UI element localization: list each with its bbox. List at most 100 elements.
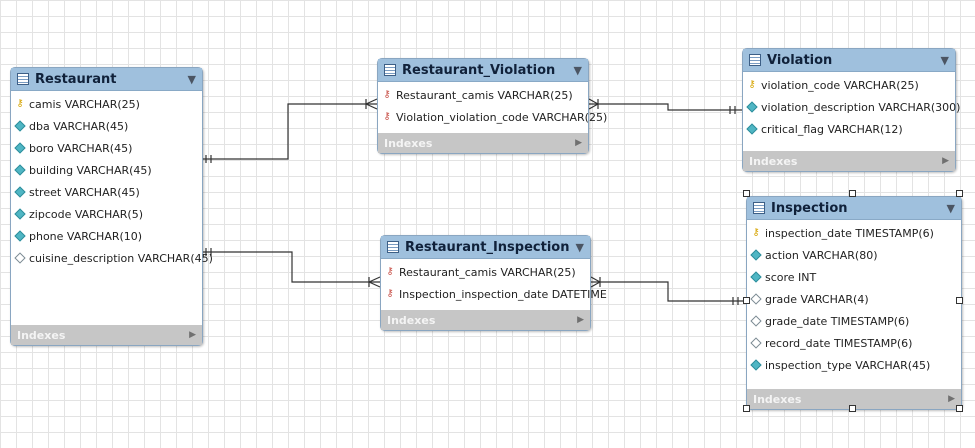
expand-arrow-icon[interactable]: ▶ xyxy=(948,394,955,404)
column-label: violation_code VARCHAR(25) xyxy=(761,78,919,92)
not-null-column-icon xyxy=(750,359,762,371)
table-title: Restaurant_Violation xyxy=(402,62,556,78)
resize-handle-middle-right[interactable] xyxy=(956,297,963,304)
table-icon xyxy=(753,202,765,214)
collapse-arrow-icon[interactable]: ▼ xyxy=(940,53,949,67)
table-inspection[interactable]: Inspection ▼ ⚷inspection_date TIMESTAMP(… xyxy=(746,196,962,410)
resize-handle-top-left[interactable] xyxy=(743,190,750,197)
column-row[interactable]: boro VARCHAR(45) xyxy=(11,137,202,159)
expand-arrow-icon[interactable]: ▶ xyxy=(189,330,196,340)
table-header[interactable]: Restaurant_Violation ▼ xyxy=(378,59,588,82)
table-header[interactable]: Inspection ▼ xyxy=(747,197,961,220)
relationship-violation-link xyxy=(588,103,742,111)
column-row[interactable]: ⚷Restaurant_camis VARCHAR(25) xyxy=(381,261,590,283)
resize-handle-top-center[interactable] xyxy=(849,190,856,197)
column-list: ⚷inspection_date TIMESTAMP(6) action VARC… xyxy=(747,220,961,376)
column-label: camis VARCHAR(25) xyxy=(29,97,140,111)
column-label: grade_date TIMESTAMP(6) xyxy=(765,314,910,328)
column-row[interactable]: cuisine_description VARCHAR(45) xyxy=(11,247,213,269)
column-label: cuisine_description VARCHAR(45) xyxy=(29,251,213,265)
nullable-column-icon xyxy=(750,293,762,305)
resize-handle-middle-left[interactable] xyxy=(743,297,750,304)
column-list: ⚷ Restaurant_camis VARCHAR(25) ⚷Violation_… xyxy=(378,82,607,128)
column-row[interactable]: record_date TIMESTAMP(6) xyxy=(747,332,961,354)
resize-handle-bottom-left[interactable] xyxy=(743,405,750,412)
resize-handle-bottom-right[interactable] xyxy=(956,405,963,412)
table-violation[interactable]: Violation ▼ ⚷ violation_code VARCHAR(25) v… xyxy=(742,48,960,172)
nullable-column-icon xyxy=(750,337,762,349)
expand-arrow-icon[interactable]: ▶ xyxy=(942,156,949,166)
indexes-label: Indexes xyxy=(17,328,66,342)
collapse-arrow-icon[interactable]: ▼ xyxy=(575,240,584,254)
column-row[interactable]: grade_date TIMESTAMP(6) xyxy=(747,310,961,332)
column-label: violation_description VARCHAR(300) xyxy=(761,100,961,114)
column-row[interactable]: ⚷ violation_code VARCHAR(25) xyxy=(743,74,955,96)
primary-key-icon: ⚷ xyxy=(16,98,24,109)
column-label: grade VARCHAR(4) xyxy=(765,292,869,306)
column-list: ⚷Restaurant_camis VARCHAR(25)⚷Inspection… xyxy=(381,259,606,305)
foreign-key-icon: ⚷ xyxy=(383,111,391,122)
primary-key-icon: ⚷ xyxy=(748,79,756,90)
resize-handle-top-right[interactable] xyxy=(956,190,963,197)
column-row[interactable]: action VARCHAR(80) xyxy=(747,244,961,266)
table-icon xyxy=(384,64,396,76)
column-label: record_date TIMESTAMP(6) xyxy=(765,336,913,350)
column-row[interactable]: zipcode VARCHAR(5) xyxy=(11,203,202,225)
column-row[interactable]: dba VARCHAR(45) xyxy=(11,115,202,137)
table-icon xyxy=(387,241,399,253)
indexes-section[interactable]: Indexes ▶ xyxy=(11,325,202,345)
column-label: phone VARCHAR(10) xyxy=(29,229,143,243)
indexes-section[interactable]: Indexes ▶ xyxy=(747,389,961,409)
column-label: street VARCHAR(45) xyxy=(29,185,140,199)
column-row[interactable]: building VARCHAR(45) xyxy=(11,159,202,181)
collapse-arrow-icon[interactable]: ▼ xyxy=(187,72,196,86)
column-label: Restaurant_camis VARCHAR(25) xyxy=(396,88,573,102)
table-restaurant-inspection[interactable]: Restaurant_Inspection ▼ ⚷Restaurant_cami… xyxy=(380,235,607,331)
table-title: Violation xyxy=(767,52,833,68)
not-null-column-icon xyxy=(14,120,26,132)
table-title: Restaurant xyxy=(35,71,117,87)
column-row[interactable]: ⚷Inspection_inspection_date DATETIME xyxy=(381,283,606,305)
column-row[interactable]: phone VARCHAR(10) xyxy=(11,225,202,247)
resize-handle-bottom-center[interactable] xyxy=(849,405,856,412)
foreign-key-icon: ⚷ xyxy=(383,89,391,100)
not-null-column-icon xyxy=(14,142,26,154)
column-row[interactable]: score INT xyxy=(747,266,961,288)
table-header[interactable]: Violation ▼ xyxy=(743,49,955,72)
not-null-column-icon xyxy=(750,271,762,283)
column-row[interactable]: ⚷ camis VARCHAR(25) xyxy=(11,93,202,115)
not-null-column-icon xyxy=(14,186,26,198)
table-restaurant-violation[interactable]: Restaurant_Violation ▼ ⚷ Restaurant_camis… xyxy=(377,58,607,154)
indexes-section[interactable]: Indexes ▶ xyxy=(381,310,590,330)
collapse-arrow-icon[interactable]: ▼ xyxy=(946,201,955,215)
nullable-column-icon xyxy=(750,315,762,327)
indexes-label: Indexes xyxy=(753,392,802,406)
column-row[interactable]: critical_flag VARCHAR(12) xyxy=(743,118,955,140)
column-row[interactable]: ⚷ Restaurant_camis VARCHAR(25) xyxy=(378,84,588,106)
column-label: zipcode VARCHAR(5) xyxy=(29,207,143,221)
table-header[interactable]: Restaurant_Inspection ▼ xyxy=(381,236,590,259)
column-row[interactable]: inspection_type VARCHAR(45) xyxy=(747,354,961,376)
column-row[interactable]: ⚷inspection_date TIMESTAMP(6) xyxy=(747,222,961,244)
column-row[interactable]: street VARCHAR(45) xyxy=(11,181,202,203)
not-null-column-icon xyxy=(746,123,758,135)
indexes-section[interactable]: Indexes ▶ xyxy=(743,151,955,171)
column-row[interactable]: violation_description VARCHAR(300) xyxy=(743,96,960,118)
table-restaurant[interactable]: Restaurant ▼ ⚷ camis VARCHAR(25) dba VARCH… xyxy=(10,67,213,346)
column-label: building VARCHAR(45) xyxy=(29,163,152,177)
not-null-column-icon xyxy=(14,208,26,220)
column-list: ⚷ violation_code VARCHAR(25) violation_des… xyxy=(743,72,960,140)
foreign-key-icon: ⚷ xyxy=(386,288,394,299)
indexes-label: Indexes xyxy=(387,313,436,327)
table-header[interactable]: Restaurant ▼ xyxy=(11,68,202,91)
indexes-label: Indexes xyxy=(749,154,798,168)
column-row[interactable]: grade VARCHAR(4) xyxy=(747,288,961,310)
indexes-section[interactable]: Indexes ▶ xyxy=(378,133,588,153)
column-label: action VARCHAR(80) xyxy=(765,248,878,262)
indexes-label: Indexes xyxy=(384,136,433,150)
expand-arrow-icon[interactable]: ▶ xyxy=(577,315,584,325)
column-row[interactable]: ⚷Violation_violation_code VARCHAR(25) xyxy=(378,106,607,128)
collapse-arrow-icon[interactable]: ▼ xyxy=(573,63,582,77)
relationship-inspection-link xyxy=(590,281,746,302)
expand-arrow-icon[interactable]: ▶ xyxy=(575,138,582,148)
